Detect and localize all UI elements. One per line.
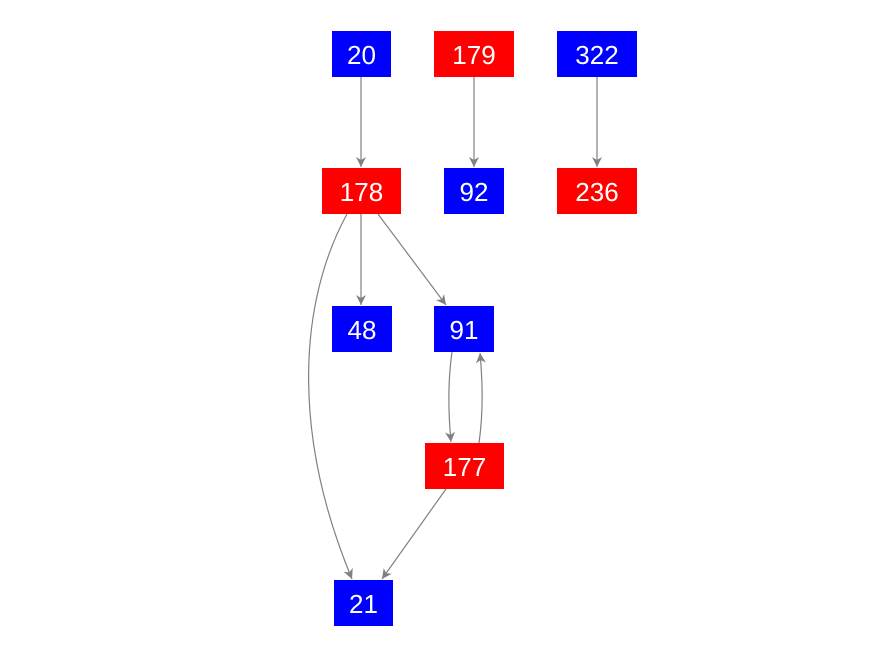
node-label: 91	[450, 315, 479, 345]
node-box	[425, 443, 504, 489]
node-label: 21	[349, 589, 378, 619]
edge-178-to-21	[308, 213, 353, 580]
edge-177-to-91	[475, 352, 486, 444]
node-48[interactable]: 48	[332, 306, 392, 352]
node-178[interactable]: 178	[322, 168, 401, 214]
node-91[interactable]: 91	[434, 306, 494, 352]
node-box	[334, 580, 393, 626]
edge-177-to-21	[381, 488, 447, 580]
node-box	[434, 31, 514, 77]
node-box	[322, 168, 401, 214]
node-label: 48	[348, 315, 377, 345]
node-label: 20	[347, 40, 376, 70]
node-label: 179	[452, 40, 495, 70]
node-label: 92	[460, 177, 489, 207]
node-92[interactable]: 92	[444, 168, 504, 214]
node-179[interactable]: 179	[434, 31, 514, 77]
node-box	[434, 306, 494, 352]
node-236[interactable]: 236	[557, 168, 637, 214]
edge-178-to-91	[377, 213, 447, 306]
edge-91-to-177	[445, 351, 456, 443]
node-box	[557, 31, 637, 77]
node-box	[332, 306, 392, 352]
node-21[interactable]: 21	[334, 580, 393, 626]
node-322[interactable]: 322	[557, 31, 637, 77]
node-label: 178	[340, 177, 383, 207]
node-box	[332, 31, 391, 77]
node-label: 322	[575, 40, 618, 70]
node-20[interactable]: 20	[332, 31, 391, 77]
node-box	[557, 168, 637, 214]
node-box	[444, 168, 504, 214]
node-label: 236	[575, 177, 618, 207]
node-label: 177	[443, 452, 486, 482]
node-177[interactable]: 177	[425, 443, 504, 489]
